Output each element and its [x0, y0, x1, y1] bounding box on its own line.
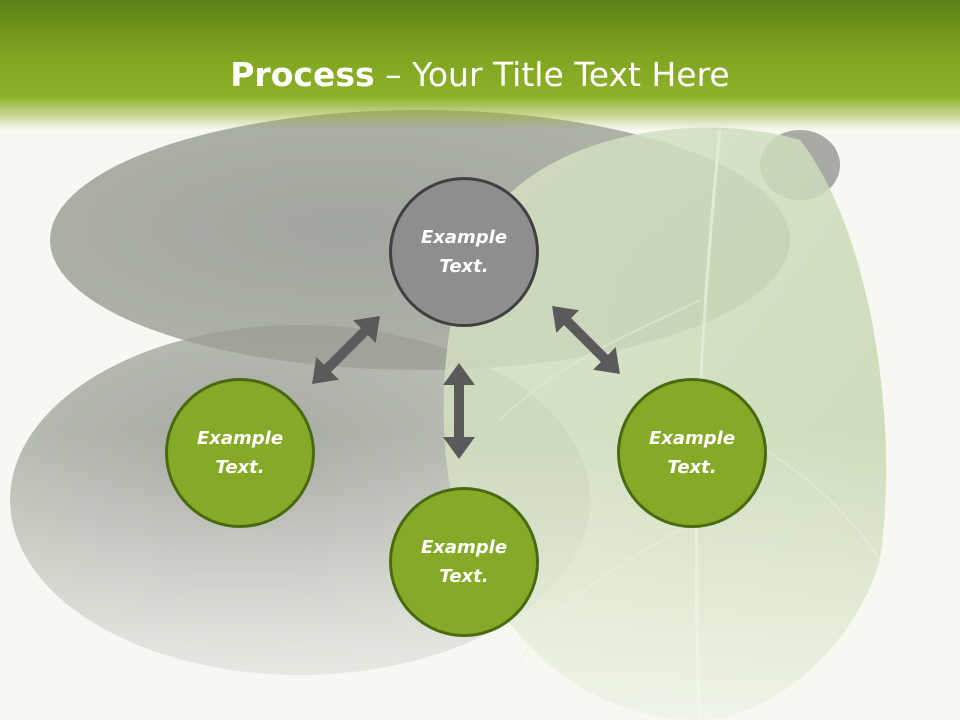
title-rest-part: – Your Title Text Here [374, 55, 730, 94]
node-left-line2: Text. [215, 457, 265, 478]
title-bold-part: Process [230, 55, 375, 94]
node-right-line2: Text. [667, 457, 717, 478]
node-top-line2: Text. [439, 256, 489, 277]
node-bottom-line2: Text. [439, 566, 489, 587]
node-left: Example Text. [165, 378, 315, 528]
node-bottom: Example Text. [389, 487, 539, 637]
node-top-line1: Example [420, 227, 508, 248]
node-top: Example Text. [389, 177, 539, 327]
node-left-line1: Example [196, 428, 284, 449]
slide-title: Process – Your Title Text Here [0, 52, 960, 98]
node-bottom-line1: Example [420, 537, 508, 558]
node-right-line1: Example [648, 428, 736, 449]
title-bar [0, 0, 960, 130]
node-right: Example Text. [617, 378, 767, 528]
